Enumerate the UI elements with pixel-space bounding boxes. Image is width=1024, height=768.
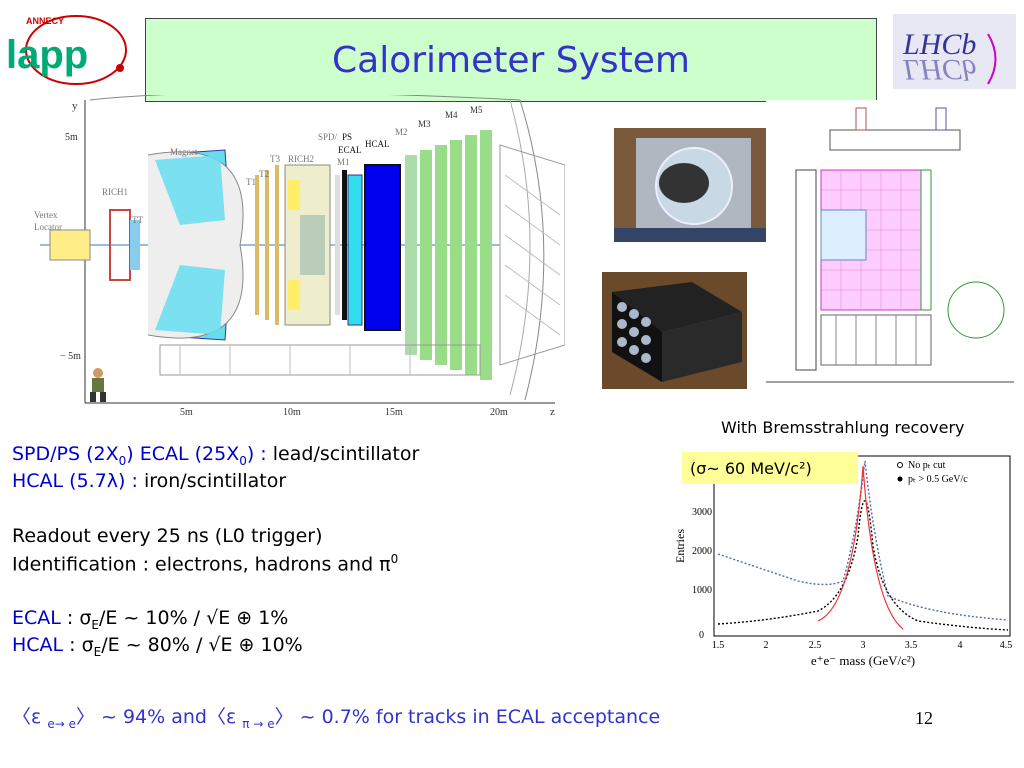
z-tick-20m: 20m <box>490 407 508 418</box>
x-tick-3.5: 3.5 <box>905 640 918 651</box>
x-tick-3: 3 <box>861 640 866 651</box>
hcal-res-sigma: : σ <box>63 634 94 656</box>
pi0-sup: 0 <box>390 552 399 566</box>
text-line-1: SPD/PS (2X0) ECAL (25X0) : lead/scintill… <box>12 443 419 468</box>
m3-label: M3 <box>418 119 431 129</box>
plot-ylabel: Entries <box>673 529 687 563</box>
hcal-res-label: HCAL <box>12 634 64 656</box>
text-line-2: HCAL (5.7λ) : iron/scintillator <box>12 470 286 492</box>
iron-scintillator: iron/scintillator <box>143 470 287 492</box>
t2-label: T2 <box>259 169 269 179</box>
t3-label: T3 <box>270 154 280 164</box>
text-line-identification: Identification : electrons, hadrons and … <box>12 552 398 575</box>
ecal-label-text: ) ECAL (25X <box>126 443 240 465</box>
axis-z-label: z <box>550 406 555 418</box>
z-tick-10m: 10m <box>283 407 301 418</box>
ecal-modules-photo <box>602 272 747 389</box>
plot-xlabel: e⁺e⁻ mass (GeV/c²) <box>811 653 915 668</box>
hcal-label-text: HCAL (5.7λ) : <box>12 470 144 492</box>
legend-pt-cut: pₜ > 0.5 GeV/c <box>908 474 968 485</box>
x-tick-4: 4 <box>958 640 963 651</box>
y-tick-2000: 2000 <box>692 546 712 557</box>
tt-label: TT <box>132 215 143 225</box>
eff-pi-sub: π → e <box>242 716 275 731</box>
text-line-hcal-resolution: HCAL : σE/E ~ 80% / √E ⊕ 10% <box>12 634 303 659</box>
text-line-ecal-resolution: ECAL : σE/E ~ 10% / √E ⊕ 1% <box>12 607 288 632</box>
ecal-x0-sub: 0 <box>239 453 247 468</box>
rich2-label: RICH2 <box>288 154 314 164</box>
lhcb-logo: LHCb LHCb <box>893 14 1016 89</box>
page-title: Calorimeter System <box>332 39 690 81</box>
eff-pi-value: 〉 ~ 0.7% for tracks in ECAL acceptance <box>274 706 661 728</box>
hcal-res-sub: E <box>93 644 102 659</box>
ecal-label: ECAL <box>338 145 362 155</box>
resolution-badge: (σ~ 60 MeV/c²) <box>682 452 858 484</box>
page-number: 12 <box>915 708 933 728</box>
m5-label: M5 <box>470 105 483 115</box>
text-line-readout: Readout every 25 ns (L0 trigger) <box>12 525 323 547</box>
lapp-annecy-text: ANNECY <box>26 16 64 26</box>
x-tick-1.5: 1.5 <box>712 640 725 651</box>
x-tick-2.5: 2.5 <box>809 640 822 651</box>
locator-label: Locator <box>34 222 62 232</box>
m4-label: M4 <box>445 110 458 120</box>
person-figure <box>90 368 106 402</box>
ecal-wall-drawing <box>766 100 1014 390</box>
spd-ps-label: SPD/PS (2X <box>12 443 119 465</box>
z-tick-5m: 5m <box>180 407 193 418</box>
y-tick-3000: 3000 <box>692 507 712 518</box>
t1-label: T1 <box>246 177 256 187</box>
bremsstrahlung-caption: With Bremsstrahlung recovery <box>721 418 965 437</box>
title-box: Calorimeter System <box>145 18 877 102</box>
svg-text:LHCb: LHCb <box>902 53 976 86</box>
mass-spectrum-plot: 0 1000 2000 3000 1.5 2 2.5 3 3.5 4 4.5 e… <box>673 455 1013 668</box>
eff-e-prefix: 〈ε <box>12 706 48 728</box>
rich1-label: RICH1 <box>102 187 128 197</box>
ecal-res-value: /E ~ 10% / √E ⊕ 1% <box>98 607 289 629</box>
lapp-text: lapp <box>6 33 88 77</box>
efficiency-line: 〈ε e→ e〉 ~ 94% and〈ε π → e〉 ~ 0.7% for t… <box>12 702 660 731</box>
y-tick-neg5m: − 5m <box>60 351 81 362</box>
y-tick-5m: 5m <box>65 132 78 143</box>
spd-x0-sub: 0 <box>118 453 127 468</box>
line1-colon: ) : <box>246 443 273 465</box>
ecal-res-label: ECAL <box>12 607 61 629</box>
lhcb-detector-drawing: y z 5m − 5m 5m 10m 15m 20m M <box>34 95 565 418</box>
eff-e-value: 〉 ~ 94% and〈ε <box>75 706 243 728</box>
hcal-label: HCAL <box>365 139 390 149</box>
m1-label: M1 <box>337 157 350 167</box>
x-tick-4.5: 4.5 <box>1000 640 1013 651</box>
lead-scintillator: lead/scintillator <box>272 443 420 465</box>
ecal-res-sub: E <box>91 617 99 632</box>
spd-label: SPD/ <box>318 132 338 142</box>
magnet-label: Magnet <box>170 147 198 157</box>
eff-e-sub: e→ e <box>47 716 76 731</box>
ps-label: PS <box>342 132 352 142</box>
x-tick-2: 2 <box>764 640 769 651</box>
ecal-res-sigma: : σ <box>60 607 92 629</box>
axis-y-label: y <box>72 100 78 112</box>
z-tick-15m: 15m <box>385 407 403 418</box>
identification-text: Identification : electrons, hadrons and … <box>12 553 391 576</box>
y-tick-1000: 1000 <box>692 585 712 596</box>
vertex-label: Vertex <box>34 210 58 220</box>
m2-label: M2 <box>395 127 408 137</box>
pt-cut-series <box>717 500 1009 631</box>
legend-no-pt-cut: No pₜ cut <box>908 460 946 471</box>
y-tick-0: 0 <box>699 630 704 641</box>
lapp-logo: ANNECY lapp <box>6 15 127 85</box>
hcal-res-value: /E ~ 80% / √E ⊕ 10% <box>101 634 303 656</box>
lhcb-text: LHCb <box>902 28 976 61</box>
scintillator-photo <box>614 128 766 242</box>
